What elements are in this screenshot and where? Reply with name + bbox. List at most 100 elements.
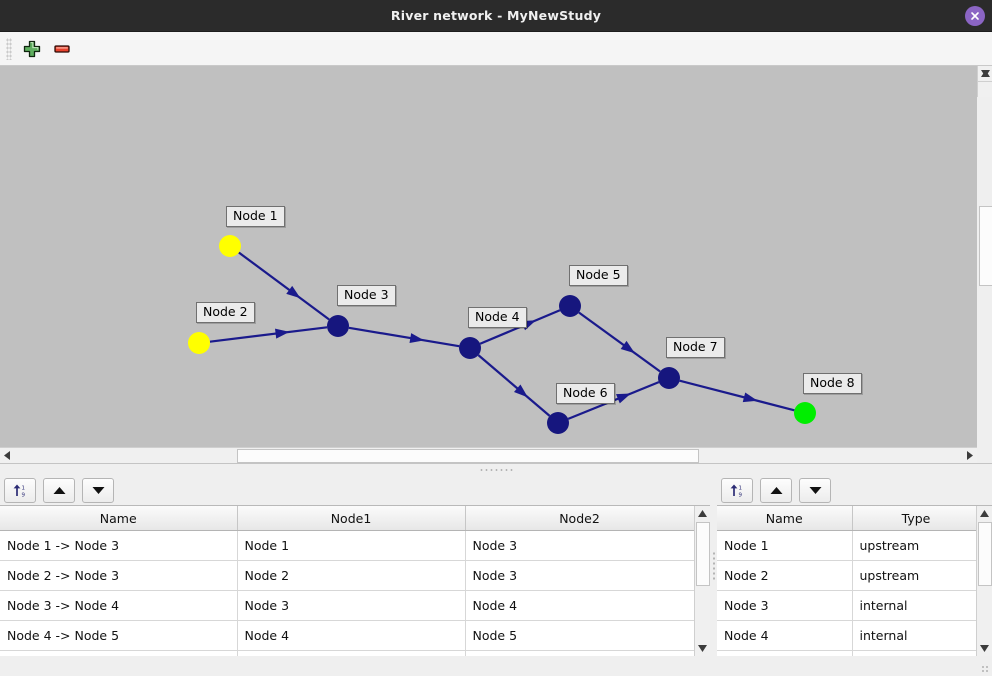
branch-row-empty[interactable] bbox=[0, 650, 694, 656]
table-cell[interactable]: Node 4 bbox=[465, 590, 694, 621]
node-label[interactable]: Node 8 bbox=[803, 373, 862, 394]
table-cell[interactable]: Node 3 bbox=[717, 590, 853, 621]
table-cell[interactable]: Node 2 bbox=[717, 560, 853, 591]
edge-arrow-icon bbox=[620, 340, 635, 354]
table-cell[interactable]: Node 5 bbox=[465, 620, 694, 651]
table-cell[interactable]: internal bbox=[852, 620, 976, 651]
graph-edge[interactable] bbox=[477, 354, 551, 417]
node-label[interactable]: Node 3 bbox=[337, 285, 396, 306]
move-branch-down-button[interactable] bbox=[82, 477, 114, 503]
main-toolbar bbox=[0, 32, 992, 66]
graph-node[interactable] bbox=[219, 235, 241, 257]
node-label[interactable]: Node 2 bbox=[196, 302, 255, 323]
table-cell[interactable]: Node 3 bbox=[465, 560, 694, 591]
edge-arrow-icon bbox=[616, 393, 631, 404]
table-cell[interactable]: internal bbox=[852, 590, 976, 621]
window-resize-grip[interactable] bbox=[981, 665, 990, 674]
close-icon[interactable] bbox=[965, 5, 985, 26]
node-label[interactable]: Node 4 bbox=[468, 307, 527, 328]
node-row-empty[interactable] bbox=[717, 650, 976, 656]
sort-nodes-button[interactable]: 1 9 bbox=[721, 477, 753, 503]
table-cell[interactable]: Node 2 -> Node 3 bbox=[0, 560, 238, 591]
canvas-hscroll-thumb[interactable] bbox=[237, 449, 699, 463]
table-cell-empty[interactable] bbox=[465, 650, 694, 656]
table-cell[interactable]: Node 4 bbox=[717, 620, 853, 651]
table-cell-empty[interactable] bbox=[237, 650, 466, 656]
svg-text:1: 1 bbox=[739, 485, 743, 491]
branch-scroll-down-icon[interactable] bbox=[695, 641, 710, 656]
move-node-down-button[interactable] bbox=[799, 477, 831, 503]
graph-node[interactable] bbox=[559, 295, 581, 317]
vertical-splitter[interactable] bbox=[0, 463, 992, 475]
graph-node[interactable] bbox=[794, 402, 816, 424]
table-cell[interactable]: Node 4 bbox=[237, 620, 466, 651]
graph-node[interactable] bbox=[327, 315, 349, 337]
table-cell[interactable]: Node 1 bbox=[717, 530, 853, 561]
move-node-up-button[interactable] bbox=[760, 477, 792, 503]
graph-node[interactable] bbox=[459, 337, 481, 359]
branch-table-vertical-scrollbar[interactable] bbox=[694, 506, 710, 656]
table-cell[interactable]: upstream bbox=[852, 530, 976, 561]
node-label[interactable]: Node 7 bbox=[666, 337, 725, 358]
graph-edge[interactable] bbox=[238, 251, 330, 321]
canvas-horizontal-scrollbar[interactable] bbox=[0, 447, 977, 463]
node-vscroll-thumb[interactable] bbox=[978, 522, 992, 586]
horizontal-splitter[interactable] bbox=[710, 475, 717, 656]
table-cell[interactable]: Node 3 bbox=[237, 590, 466, 621]
svg-text:9: 9 bbox=[22, 492, 26, 498]
column-header[interactable]: Name bbox=[0, 506, 238, 531]
toolbar-drag-handle[interactable] bbox=[6, 37, 12, 60]
column-header[interactable]: Node2 bbox=[465, 506, 694, 531]
node-table-vertical-scrollbar[interactable] bbox=[976, 506, 992, 656]
network-canvas[interactable]: Node 1 Node 2 Node 3 Node 4 Node 5 Node 6 Node… bbox=[0, 66, 977, 447]
add-node-button[interactable] bbox=[17, 35, 47, 63]
node-scroll-down-icon[interactable] bbox=[977, 641, 992, 656]
table-cell[interactable]: upstream bbox=[852, 560, 976, 591]
canvas-vertical-scrollbar[interactable] bbox=[977, 66, 992, 286]
table-cell[interactable]: Node 4 -> Node 5 bbox=[0, 620, 238, 651]
column-header[interactable]: Node1 bbox=[237, 506, 466, 531]
remove-node-button[interactable] bbox=[47, 35, 77, 63]
scroll-down-icon[interactable] bbox=[978, 66, 992, 81]
graph-edge[interactable] bbox=[348, 326, 460, 348]
graph-node[interactable] bbox=[547, 412, 569, 434]
table-cell-empty[interactable] bbox=[717, 650, 853, 656]
branch-vscroll-thumb[interactable] bbox=[696, 522, 710, 586]
graph-edge[interactable] bbox=[209, 326, 328, 343]
node-label[interactable]: Node 6 bbox=[556, 383, 615, 404]
table-cell[interactable]: Node 3 bbox=[465, 530, 694, 561]
column-header[interactable]: Type bbox=[852, 506, 976, 531]
graph-edge[interactable] bbox=[578, 311, 661, 373]
table-cell-empty[interactable] bbox=[852, 650, 976, 656]
graph-edge[interactable] bbox=[679, 379, 795, 412]
node-label[interactable]: Node 1 bbox=[226, 206, 285, 227]
branch-scroll-up-icon[interactable] bbox=[695, 506, 710, 521]
sort-branches-button[interactable]: 1 9 bbox=[4, 477, 36, 503]
table-cell[interactable]: Node 1 -> Node 3 bbox=[0, 530, 238, 561]
node-label[interactable]: Node 5 bbox=[569, 265, 628, 286]
scroll-right-icon[interactable] bbox=[962, 448, 977, 463]
column-header[interactable]: Name bbox=[717, 506, 853, 531]
scroll-left-icon[interactable] bbox=[0, 448, 15, 463]
canvas-vscroll-thumb[interactable] bbox=[979, 206, 992, 286]
graph-node[interactable] bbox=[188, 332, 210, 354]
node-scroll-up-icon[interactable] bbox=[977, 506, 992, 521]
move-branch-up-button[interactable] bbox=[43, 477, 75, 503]
table-cell-empty[interactable] bbox=[0, 650, 238, 656]
table-cell[interactable]: Node 1 bbox=[237, 530, 466, 561]
table-cell[interactable]: Node 2 bbox=[237, 560, 466, 591]
graph-node[interactable] bbox=[658, 367, 680, 389]
table-cell[interactable]: Node 3 -> Node 4 bbox=[0, 590, 238, 621]
